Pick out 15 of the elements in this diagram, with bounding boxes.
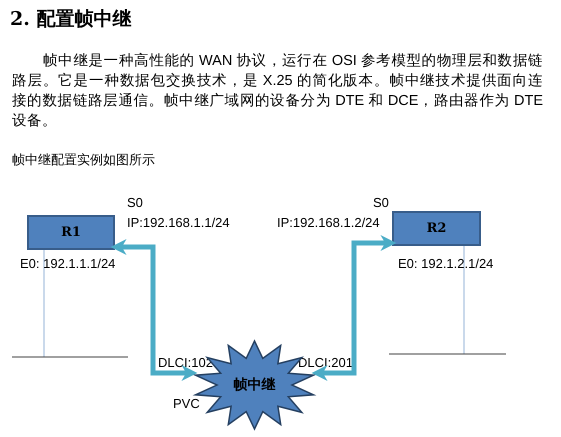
interface-label: S0: [373, 195, 389, 211]
pvc-label: PVC: [173, 396, 200, 412]
paragraph: 帧中继是一种高性能的 WAN 协议，运行在 OSI 参考模型的物理层和数据链路层。它是一种数据包交换技术，是 X.25 的简化版本。帧中继技术提供面向连接的数据链路层通信。帧中继广域网的设备分为 DTE 和 DCE，路由器作为 DTE 设备。: [12, 52, 543, 131]
heading: 2. 配置帧中继: [10, 7, 132, 32]
ip-address: IP:192.168.1.2/24: [277, 215, 380, 231]
figure-intro: 帧中继配置实例如图所示: [12, 151, 155, 169]
node-label: 帧中继: [232, 376, 276, 394]
ip-address: E0: 192.1.2.1/24: [398, 256, 494, 272]
interface-label: S0: [127, 195, 143, 211]
ip-address: E0: 192.1.1.1/24: [20, 256, 116, 272]
router-box: R1: [27, 215, 115, 250]
double-arrow: [312, 235, 396, 381]
double-arrow: [110, 239, 198, 381]
ip-address: IP:192.168.1.1/24: [127, 215, 230, 231]
router-box: R2: [392, 211, 481, 246]
